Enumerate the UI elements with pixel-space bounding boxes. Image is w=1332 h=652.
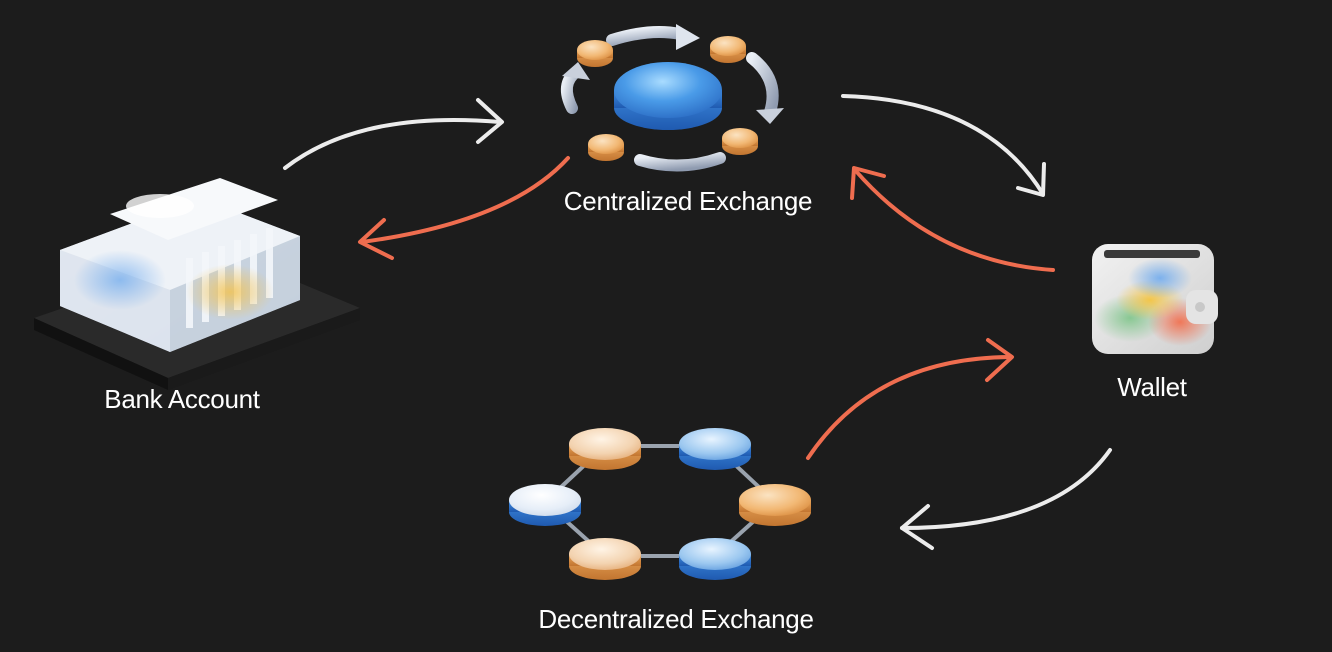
bank-label: Bank Account: [104, 384, 260, 414]
arrow-dex-to-wallet: [806, 338, 1014, 460]
wallet-icon: [1092, 244, 1218, 354]
arrow-bank-to-cex: [283, 98, 504, 170]
dex-label: Decentralized Exchange: [538, 604, 814, 634]
arrow-wallet-to-dex: [900, 448, 1112, 550]
centralized-exchange-icon: [560, 24, 784, 172]
wallet-label: Wallet: [1117, 372, 1187, 402]
arrow-wallet-to-cex: [850, 166, 1055, 272]
arrow-cex-to-wallet: [841, 94, 1046, 197]
decentralized-exchange-icon: [509, 428, 811, 580]
arrow-cex-to-bank: [358, 156, 570, 260]
bank-building-icon: [34, 178, 360, 390]
cex-label: Centralized Exchange: [563, 186, 813, 216]
